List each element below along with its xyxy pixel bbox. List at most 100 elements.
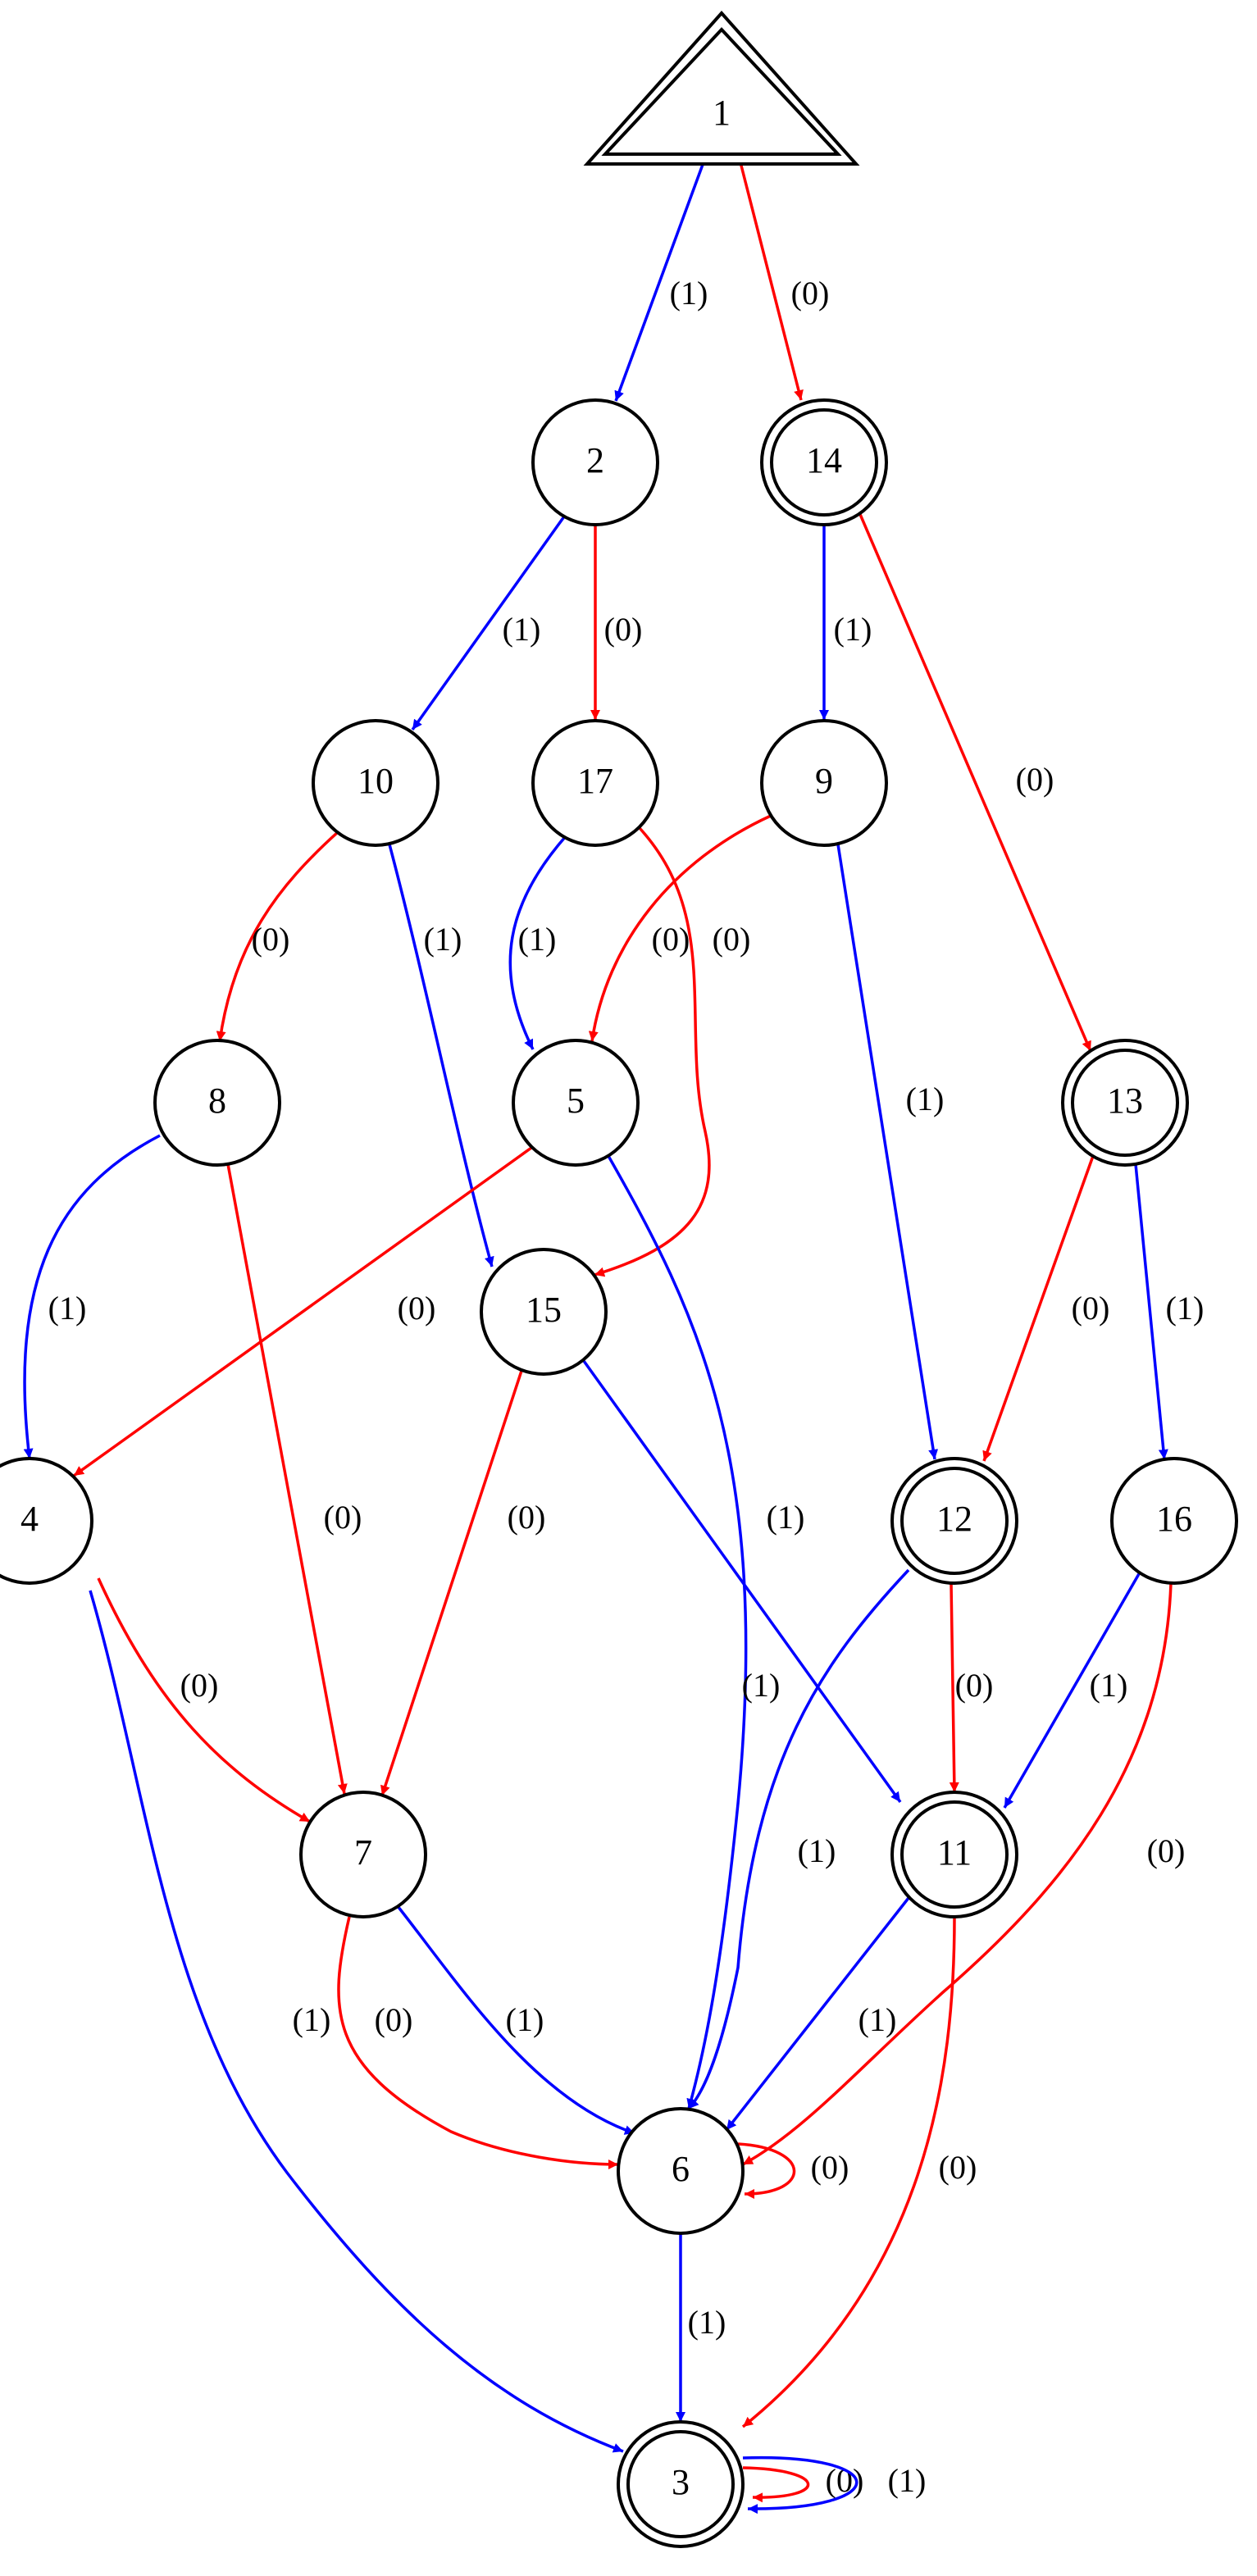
edge-17-to-15-red: (0) <box>594 826 751 1277</box>
edge-label: (1) <box>48 1290 87 1327</box>
node-circle <box>890 1791 1018 1918</box>
edge-1-to-2-blue: (1) <box>614 162 708 402</box>
edge-path <box>72 1146 533 1477</box>
node-circle <box>760 719 888 847</box>
edge-1-to-14-red: (0) <box>739 162 829 401</box>
edge-6-to-3-blue: (1) <box>676 2233 726 2422</box>
node-13[interactable]: 13 <box>1061 1039 1189 1167</box>
edge-path <box>742 2455 858 2515</box>
edge-path <box>742 2466 810 2503</box>
edge-label: (0) <box>324 1499 362 1536</box>
edge-11-to-6-blue: (1) <box>725 1896 910 2132</box>
node-5[interactable]: 5 <box>512 1039 640 1167</box>
edge-label: (0) <box>652 921 690 958</box>
node-label: 3 <box>672 2462 690 2502</box>
edge-path <box>588 814 772 1042</box>
node-12[interactable]: 12 <box>890 1457 1018 1585</box>
edge-path <box>411 515 566 731</box>
node-8[interactable]: 8 <box>153 1039 281 1167</box>
edge-label: (0) <box>826 2462 864 2499</box>
node-14[interactable]: 14 <box>760 398 888 526</box>
node-1[interactable]: 1 <box>583 10 860 166</box>
edge-path <box>396 1905 635 2135</box>
edge-label: (0) <box>713 921 751 958</box>
edge-path <box>741 1916 956 2428</box>
edge-label: (1) <box>834 611 872 648</box>
edge-5-to-4-red: (0) <box>72 1146 533 1477</box>
node-15[interactable]: 15 <box>480 1248 608 1376</box>
node-10[interactable]: 10 <box>312 719 439 847</box>
edge-label: (0) <box>252 921 290 958</box>
edge-path <box>687 1568 910 2110</box>
node-label: 8 <box>208 1081 226 1121</box>
node-circle <box>1110 1457 1238 1585</box>
edge-7-to-6-blue: (1) <box>396 1905 635 2135</box>
edge-12-to-11-red: (0) <box>949 1582 994 1793</box>
edge-path <box>1134 1163 1168 1460</box>
edge-path <box>337 1916 619 2169</box>
node-label: 12 <box>936 1499 972 1539</box>
node-6[interactable]: 6 <box>617 2107 745 2235</box>
edge-path <box>89 1590 624 2453</box>
node-circle <box>890 1457 1018 1585</box>
edges-layer: (1)(0)(1)(0)(1)(0)(0)(1)(1)(0)(0)(1)(1)(… <box>23 162 1205 2515</box>
node-9[interactable]: 9 <box>760 719 888 847</box>
node-16[interactable]: 16 <box>1110 1457 1238 1585</box>
edge-path <box>582 1359 902 1804</box>
node-label: 9 <box>815 761 833 801</box>
node-circle <box>312 719 439 847</box>
edge-label: (1) <box>506 2001 544 2038</box>
edge-label: (1) <box>293 2001 331 2038</box>
edge-path <box>982 1155 1095 1462</box>
edge-6-to-6-red: (0) <box>737 2142 849 2199</box>
edge-path <box>23 1134 161 1459</box>
node-2[interactable]: 2 <box>531 398 659 526</box>
edge-12-to-6-blue: (1) <box>687 1568 910 2110</box>
edge-4-to-7-red: (0) <box>97 1577 311 1823</box>
edge-label: (1) <box>858 2001 897 2038</box>
edge-label: (1) <box>518 921 557 958</box>
edge-label: (1) <box>1090 1667 1128 1704</box>
edge-path <box>742 1582 1173 2166</box>
edge-path <box>858 512 1092 1052</box>
edge-label: (1) <box>906 1081 945 1117</box>
node-3[interactable]: 3 <box>617 2420 745 2548</box>
edge-path <box>380 1370 523 1796</box>
edge-label: (0) <box>180 1667 219 1704</box>
edge-2-to-17-red: (0) <box>590 525 642 720</box>
start-state-outer-triangle <box>583 10 860 166</box>
edge-path <box>1003 1572 1141 1809</box>
node-label: 7 <box>354 1832 372 1873</box>
edge-4-to-3-blue: (1) <box>89 1590 624 2453</box>
node-label: 1 <box>713 93 731 133</box>
edge-8-to-4-blue: (1) <box>23 1134 161 1459</box>
node-17[interactable]: 17 <box>531 719 659 847</box>
edge-path <box>614 162 705 402</box>
edge-17-to-5-blue: (1) <box>508 835 567 1050</box>
node-label: 10 <box>358 761 394 801</box>
edge-13-to-16-blue: (1) <box>1134 1163 1205 1460</box>
node-label: 14 <box>806 440 842 480</box>
edge-label: (0) <box>955 1667 994 1704</box>
edge-label: (0) <box>939 2149 977 2186</box>
node-label: 15 <box>526 1290 562 1330</box>
node-11[interactable]: 11 <box>890 1791 1018 1918</box>
node-7[interactable]: 7 <box>299 1791 427 1918</box>
edge-label: (0) <box>1016 761 1054 798</box>
edge-15-to-11-blue: (1) <box>582 1359 902 1804</box>
node-circle <box>480 1248 608 1376</box>
edge-14-to-13-red: (0) <box>858 512 1092 1052</box>
edge-15-to-7-red: (0) <box>380 1370 545 1796</box>
edge-11-to-3-red: (0) <box>741 1916 977 2428</box>
edge-label: (1) <box>767 1499 805 1536</box>
edge-label: (0) <box>375 2001 413 2038</box>
node-label: 4 <box>20 1499 39 1539</box>
node-circle <box>760 398 888 526</box>
node-label: 17 <box>577 761 613 801</box>
edge-label: (1) <box>1166 1290 1205 1327</box>
node-4[interactable]: 4 <box>0 1457 93 1585</box>
node-circle <box>1061 1039 1189 1167</box>
node-label: 13 <box>1107 1081 1143 1121</box>
